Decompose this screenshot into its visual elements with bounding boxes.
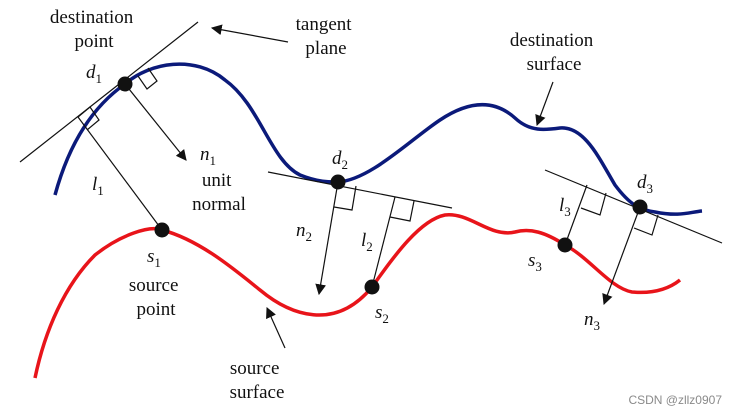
distance-line-2 <box>371 196 396 288</box>
symbol-n2: n2 <box>296 220 312 244</box>
symbol-s3: s3 <box>528 250 542 274</box>
normal-arrow-2 <box>315 181 339 296</box>
watermark: CSDN @zllz0907 <box>628 393 722 407</box>
destination-surface-curve <box>53 62 703 216</box>
source-point-s3 <box>557 237 573 253</box>
symbol-s1: s1 <box>147 246 161 270</box>
destination-point-d3 <box>632 199 648 215</box>
tangent-line-2 <box>267 171 453 209</box>
unit-normal-label: unit normal <box>192 170 246 215</box>
source-surface-label: source surface <box>230 358 285 403</box>
source-point-s1 <box>154 222 170 238</box>
source-surface-curve <box>33 213 682 379</box>
source-point-s2 <box>364 279 380 295</box>
symbol-s2: s2 <box>375 302 389 326</box>
symbol-d3: d3 <box>637 172 653 196</box>
symbol-l2: l2 <box>361 230 373 254</box>
normal-arrow-3 <box>602 206 641 306</box>
tangent-plane-pointer <box>210 24 289 43</box>
symbol-l1: l1 <box>92 174 104 198</box>
right-angle-marker <box>389 200 415 222</box>
right-angle-marker <box>633 214 659 236</box>
destination-surface-pointer <box>535 81 554 127</box>
destination-point-d1 <box>117 76 133 92</box>
tangent-line-1 <box>19 21 199 163</box>
normal-arrow-1 <box>124 83 187 161</box>
tangent-plane-label: tangent plane <box>296 14 357 59</box>
destination-point-label: destination point <box>50 7 138 52</box>
distance-line-3 <box>564 184 588 246</box>
symbol-l3: l3 <box>559 195 571 219</box>
source-point-label: source point <box>129 275 183 320</box>
destination-point-d2 <box>330 174 346 190</box>
right-angle-marker <box>137 67 158 90</box>
symbol-n1: n1 <box>200 144 216 168</box>
source-surface-pointer <box>266 307 286 349</box>
right-angle-marker <box>333 185 357 211</box>
distance-line-1 <box>77 116 163 231</box>
symbol-d1: d1 <box>86 62 102 86</box>
symbol-n3: n3 <box>584 309 600 333</box>
right-angle-marker <box>580 192 607 216</box>
right-angle-marker <box>77 106 100 131</box>
destination-surface-label: destination surface <box>510 30 598 75</box>
symbol-d2: d2 <box>332 148 348 172</box>
